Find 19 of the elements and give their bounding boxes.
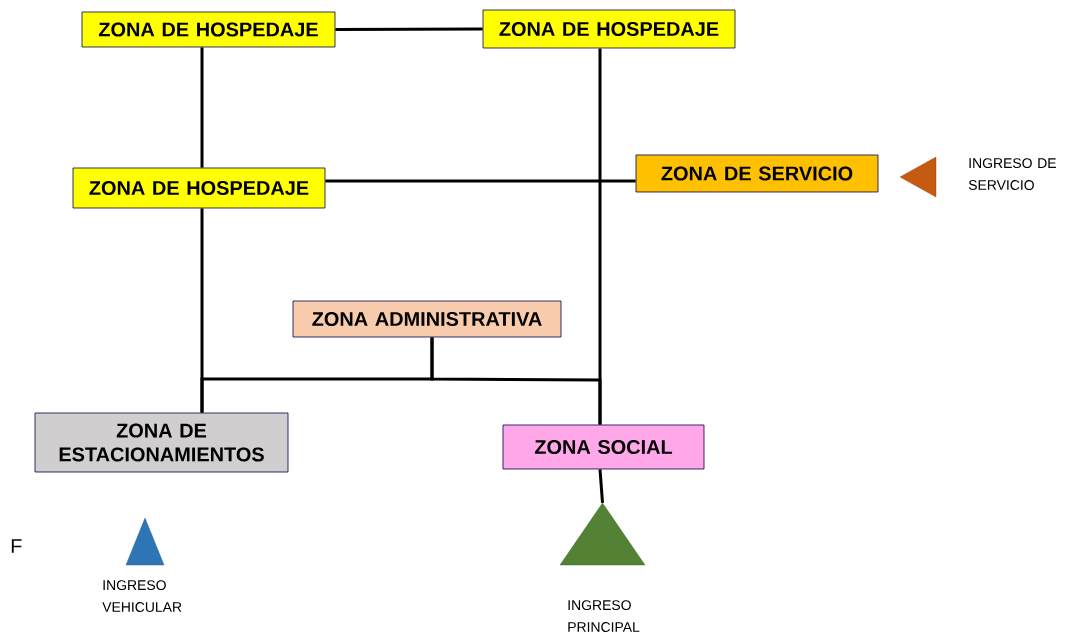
connector-line bbox=[325, 179, 636, 183]
entrance-triangle bbox=[559, 502, 646, 566]
entrance-label: INGRESO DE SERVICIO bbox=[968, 158, 1056, 190]
entrance-triangle bbox=[899, 156, 937, 198]
zone-box: ZONA DE HOSPEDAJE bbox=[81, 11, 336, 48]
note-text: F bbox=[11, 539, 22, 553]
zone-box: ZONA ADMINISTRATIVA bbox=[292, 300, 562, 338]
connector-line bbox=[200, 47, 204, 168]
entrance-label: INGRESO VEHICULAR bbox=[102, 580, 182, 612]
connector-line bbox=[598, 469, 604, 503]
entrance-triangle bbox=[125, 517, 165, 566]
zone-box: ZONA DE SERVICIO bbox=[635, 154, 879, 193]
connector-line bbox=[430, 337, 602, 425]
connector-line bbox=[335, 27, 483, 31]
zone-box: ZONA DE ESTACIONAMIENTOS bbox=[34, 412, 289, 473]
zone-box: ZONA SOCIAL bbox=[502, 424, 705, 470]
entrance-label: INGRESO PRINCIPAL bbox=[568, 600, 640, 632]
zone-box: ZONA DE HOSPEDAJE bbox=[72, 167, 326, 209]
zone-box: ZONA DE HOSPEDAJE bbox=[482, 9, 736, 49]
